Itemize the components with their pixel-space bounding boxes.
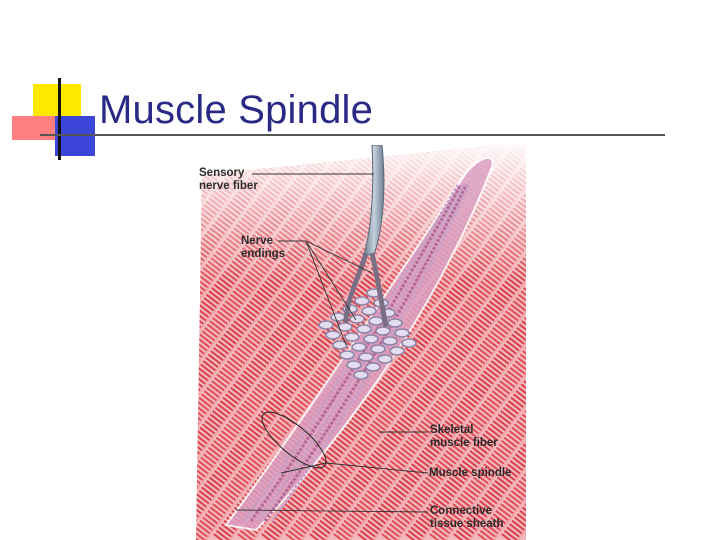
nerve-ending-coil bbox=[383, 337, 397, 345]
title-decoration-vertical-line bbox=[58, 78, 61, 160]
nerve-ending-coil bbox=[388, 319, 402, 327]
nerve-ending-coil bbox=[371, 345, 385, 353]
nerve-ending-coil bbox=[390, 347, 404, 355]
label-connective-tissue-sheath: Connective tissue sheath bbox=[430, 505, 504, 531]
nerve-ending-coil bbox=[376, 327, 390, 335]
label-nerve-endings-line-2: endings bbox=[241, 248, 285, 261]
nerve-ending-coil bbox=[369, 317, 383, 325]
nerve-ending-coil bbox=[345, 333, 359, 341]
nerve-ending-coil bbox=[364, 335, 378, 343]
title-underline-rule bbox=[40, 134, 665, 136]
nerve-ending-coil bbox=[378, 355, 392, 363]
nerve-ending-coil bbox=[350, 315, 364, 323]
title-decoration-red-bar bbox=[12, 116, 56, 140]
label-muscle-spindle: Muscle spindle bbox=[429, 467, 511, 480]
label-connective-line-1: Connective bbox=[430, 505, 504, 518]
nerve-ending-coil bbox=[340, 351, 354, 359]
label-skeletal-line-2: muscle fiber bbox=[430, 437, 498, 450]
nerve-ending-coil bbox=[326, 331, 340, 339]
nerve-ending-coil bbox=[359, 353, 373, 361]
nerve-ending-coil bbox=[362, 307, 376, 315]
label-nerve-endings: Nerve endings bbox=[241, 235, 285, 261]
nerve-ending-coil bbox=[402, 339, 416, 347]
nerve-ending-coil bbox=[354, 371, 368, 379]
label-connective-line-2: tissue sheath bbox=[430, 518, 504, 531]
label-sensory-line-2: nerve fiber bbox=[199, 180, 258, 193]
nerve-ending-coil bbox=[352, 343, 366, 351]
nerve-ending-coil bbox=[366, 363, 380, 371]
nerve-ending-coil bbox=[355, 297, 369, 305]
label-skeletal-line-1: Skeletal bbox=[430, 424, 498, 437]
nerve-ending-coil bbox=[319, 321, 333, 329]
nerve-ending-coil bbox=[331, 313, 345, 321]
muscle-spindle-svg bbox=[196, 145, 526, 540]
nerve-ending-coil bbox=[357, 325, 371, 333]
label-sensory-nerve-fiber: Sensory nerve fiber bbox=[199, 167, 258, 193]
nerve-ending-coil bbox=[347, 361, 361, 369]
muscle-spindle-illustration bbox=[196, 145, 526, 540]
label-skeletal-muscle-fiber: Skeletal muscle fiber bbox=[430, 424, 498, 450]
title-decoration-blue-square bbox=[55, 116, 95, 156]
label-sensory-line-1: Sensory bbox=[199, 167, 258, 180]
label-nerve-endings-line-1: Nerve bbox=[241, 235, 285, 248]
label-muscle-spindle-line-1: Muscle spindle bbox=[429, 467, 511, 480]
nerve-ending-coil bbox=[395, 329, 409, 337]
slide-title: Muscle Spindle bbox=[99, 88, 373, 133]
